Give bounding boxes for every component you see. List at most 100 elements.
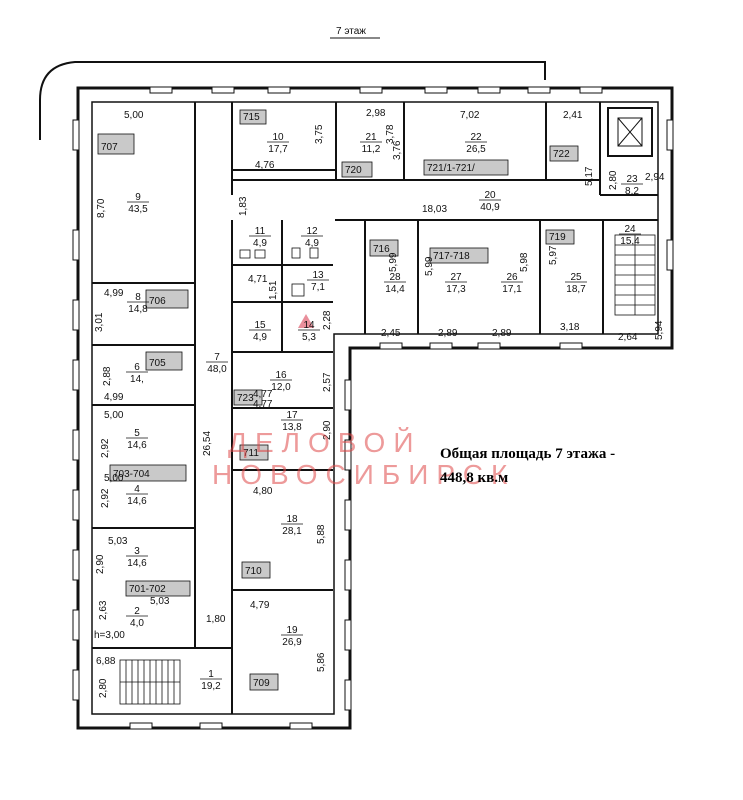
dimension-label: 5,00: [104, 410, 124, 421]
room-tag-box: [239, 109, 267, 125]
dimension-label: 1,80: [206, 614, 226, 625]
room-area: 4,9: [253, 238, 267, 249]
dimension-label: 2,89: [492, 328, 512, 339]
room-tag: 717-718: [433, 251, 470, 262]
windows: [72, 86, 674, 730]
room-number: 5: [134, 428, 140, 439]
dimension-label: 2,57: [322, 372, 333, 392]
watermark: ДЕЛОВОЙ НОВОСИБИРСК: [212, 427, 515, 490]
room-area: 26,9: [282, 637, 302, 648]
room-area: 14,4: [385, 284, 405, 295]
toilet-fixtures: [239, 247, 319, 297]
room-area: 43,5: [128, 204, 148, 215]
room-area: 14,: [130, 374, 144, 385]
room-tag: 709: [253, 678, 270, 689]
room-tag: 701-702: [129, 584, 166, 595]
room-number: 22: [470, 132, 482, 143]
room-number: 14: [303, 320, 315, 331]
room-number: 6: [134, 362, 140, 373]
watermark-line-1: ДЕЛОВОЙ: [228, 427, 421, 458]
room-tag: 719: [549, 232, 566, 243]
dimension-label: 3,76: [392, 140, 403, 160]
room-area: 12,0: [271, 382, 291, 393]
room-number: 28: [389, 272, 401, 283]
dimension-label: 2,90: [322, 420, 333, 440]
room-number: 27: [450, 272, 462, 283]
room-tag-box: [145, 289, 189, 309]
total-area-line-1: Общая площадь 7 этажа -: [440, 446, 615, 462]
room-number: 15: [254, 320, 266, 331]
dimension-label: 4,71: [248, 274, 268, 285]
room-tag-box: [545, 229, 575, 245]
room-tag: 707: [101, 142, 118, 153]
room-tag: 723: [237, 393, 254, 404]
dimension-label: 5,99: [388, 252, 399, 272]
dimension-label: 1,83: [238, 196, 249, 216]
room-tag-box: [125, 580, 191, 597]
room-tag-box: [109, 464, 187, 482]
staircase-right: [614, 234, 656, 316]
room-number: 2: [134, 606, 140, 617]
dimension-label: 3,18: [560, 322, 580, 333]
room-tag: 703-704: [113, 469, 150, 480]
room-area: 4,9: [305, 238, 319, 249]
dimension-label: 4,99: [104, 288, 124, 299]
dimension-label: 4,77: [253, 399, 273, 410]
room-area: 48,0: [207, 364, 227, 375]
room-area: 8,2: [625, 186, 639, 197]
room-tag: 721/1-721/: [427, 163, 475, 174]
room-number: 13: [312, 270, 324, 281]
room-tag-box: [233, 389, 263, 406]
dimension-label: 4,99: [104, 392, 124, 403]
dimension-label: 2,89: [438, 328, 458, 339]
room-tag-box: [429, 247, 489, 264]
dimension-label: 2,45: [381, 328, 401, 339]
room-area: 40,9: [480, 202, 500, 213]
dimension-label: 26,54: [202, 431, 213, 456]
room-tag-box: [239, 444, 269, 461]
watermark-line-2: НОВОСИБИРСК: [212, 459, 515, 490]
dimension-label: 18,03: [422, 204, 447, 215]
dimension-label: 3,01: [94, 312, 105, 332]
dimension-label: 6,88: [96, 656, 116, 667]
room-tag: 716: [373, 244, 390, 255]
dimension-label: 7,02: [460, 110, 480, 121]
dimension-label: 1,51: [268, 280, 279, 300]
dimension-label: 2,41: [563, 110, 583, 121]
dimension-labels: 5,008,703,754,762,983,767,023,782,415,17…: [94, 108, 665, 698]
room-tag-box: [145, 351, 183, 371]
dimension-label: 5,88: [316, 524, 327, 544]
dimension-label: 2,80: [98, 678, 109, 698]
room-number: 12: [306, 226, 318, 237]
room-number: 23: [626, 174, 638, 185]
room-labels: 943,51017,72111,22226,5238,22040,9114,91…: [126, 132, 643, 692]
dimension-label: h=3,00: [94, 630, 125, 641]
dimension-label: 2,90: [95, 554, 106, 574]
dimension-label: 5,98: [519, 252, 530, 272]
dimension-label: 2,28: [322, 310, 333, 330]
room-area: 15,4: [620, 236, 640, 247]
room-number: 1: [208, 669, 214, 680]
room-number: 3: [134, 546, 140, 557]
total-area-line-2: 448,8 кв.м: [440, 470, 508, 486]
dimension-label: 5,94: [654, 320, 665, 340]
room-number: 16: [275, 370, 287, 381]
room-area: 17,7: [268, 144, 288, 155]
room-number: 26: [506, 272, 518, 283]
room-area: 11,2: [362, 144, 381, 155]
dimension-label: 3,75: [314, 124, 325, 144]
dimension-label: 5,00: [124, 110, 144, 121]
room-number: 24: [624, 224, 636, 235]
dimension-label: 2,98: [366, 108, 386, 119]
dimension-label: 2,92: [100, 488, 111, 508]
room-area: 4,9: [253, 332, 267, 343]
room-tag-box: [241, 561, 271, 579]
room-number: 21: [365, 132, 377, 143]
room-number: 18: [286, 514, 298, 525]
room-number: 25: [570, 272, 582, 283]
dimension-label: 2,63: [98, 600, 109, 620]
dimension-label: 5,97: [548, 245, 559, 265]
dimension-label: 2,64: [618, 332, 638, 343]
staircase-bottom-left: [119, 659, 181, 705]
